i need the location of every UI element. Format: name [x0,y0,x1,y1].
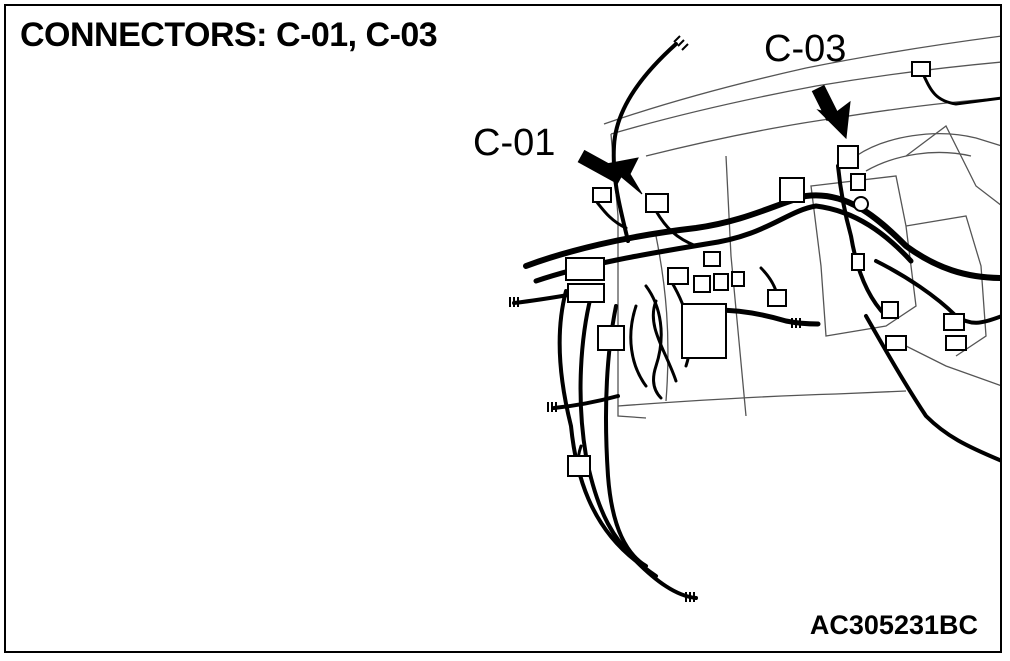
wire-center-bundle-4 [651,299,678,383]
connector-cluster-3 [713,273,729,291]
knee-panel [655,235,669,402]
connector-left-upper [565,257,605,281]
wire-left-drop-1 [557,289,698,600]
connector-lower-left [567,455,591,477]
connector-right-center [767,289,787,307]
connector-center-box [681,303,727,359]
harness-wires [512,42,1000,600]
connector-right-4 [943,313,965,331]
diagram-title: CONNECTORS: C-01, C-03 [20,16,438,54]
meter-hood-inner [865,151,972,172]
connector-c01 [645,193,669,213]
dashboard-outline [603,35,1000,419]
steering-column-outline [905,125,1000,206]
callout-arrows [577,84,851,195]
connector-cluster-2 [693,275,711,293]
connector-c03 [837,145,859,169]
wiring-harness-illustration [509,35,1000,602]
connector-right-1 [851,253,865,271]
connector-right-3 [885,335,907,351]
connector-left-lower [567,283,605,303]
callout-label-c03: C-03 [764,28,847,70]
connector-right-2 [881,301,899,319]
connector-c03-side [850,173,866,191]
center-cluster-box [810,175,917,337]
connector-round-c03 [853,196,869,212]
wire-right-drop [864,314,1000,463]
stub-end-left [509,297,519,307]
connector-cluster-5 [703,251,721,267]
connector-relay-top [779,177,805,203]
arrow-c03 [811,84,851,140]
meter-hood [855,133,1000,157]
lower-panel-edge [617,390,907,407]
dash-top-edge [603,35,1000,125]
arrow-c01 [577,149,643,195]
dash-upper-edge [610,61,1000,135]
wire-top-right-stub [922,74,1000,106]
wire-center-bundle-3 [629,304,648,388]
wire-main-trunk [523,192,1000,281]
arrow-c01-shaft [577,149,625,185]
connector-c01-mate [592,187,612,203]
panel-vertical-seam [725,155,747,417]
wire-stub-ends [509,35,801,602]
wire-lower-stub [552,394,620,410]
callout-label-c01: C-01 [473,122,556,164]
wire-connector-lead-1 [654,209,698,248]
connector-right-5 [945,335,967,351]
connector-cluster-4 [731,271,745,287]
diagram-frame: CONNECTORS: C-01, C-03 [4,4,1002,653]
stub-end-bottom [685,592,695,602]
connector-left-mid [597,325,625,351]
diagram-reference-code: AC305231BC [809,610,978,640]
right-panel-edge [905,215,987,357]
wire-to-c03 [836,164,888,318]
wire-c01-lead [594,199,628,230]
arrow-c03-head [816,100,851,140]
stub-end-center [791,318,801,328]
connectors [565,61,967,477]
arrow-c01-head [604,157,643,195]
wire-top-loop [611,42,678,243]
stub-end-top [673,35,689,51]
stub-end-lower-left [547,402,557,412]
connector-top-right [911,61,931,77]
connector-cluster-1 [667,267,689,285]
wire-upper-trunk [533,203,914,284]
